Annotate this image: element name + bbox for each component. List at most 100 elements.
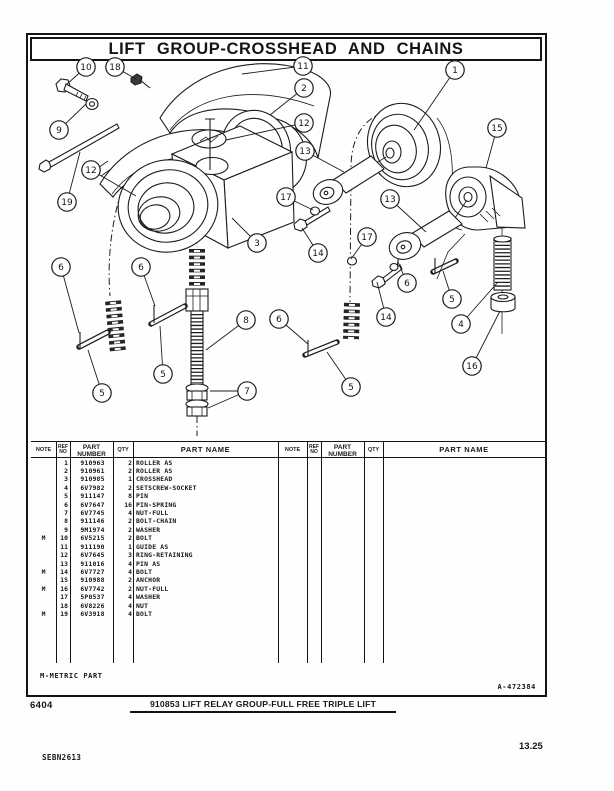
pin-as-upper <box>312 155 385 205</box>
cell-part-name: PIN <box>136 492 149 501</box>
callout-circle <box>49 120 69 140</box>
callout-circle <box>341 377 361 397</box>
column-divider <box>321 442 323 663</box>
guide-as-upper <box>159 63 332 159</box>
cell-part-name: BOLT <box>136 610 153 619</box>
callout-number: 6 <box>404 279 410 289</box>
cell-part-number: 6V8226 <box>80 601 105 610</box>
cell-part-name: ROLLER AS <box>136 466 173 475</box>
callout-number: 5 <box>160 370 166 380</box>
cell-ref-no: 17 <box>60 593 68 602</box>
callout-number: 11 <box>297 62 308 72</box>
cell-part-number: 910963 <box>80 458 105 467</box>
callout-circle <box>51 257 71 277</box>
column-divider <box>56 442 58 663</box>
cell-part-name: ROLLER AS <box>136 458 173 467</box>
group-caption: 910853 LIFT RELAY GROUP-FULL FREE TRIPLE… <box>149 699 377 709</box>
cell-ref-no: 16 <box>60 584 68 593</box>
callout-circle <box>357 227 377 247</box>
column-divider <box>364 442 366 663</box>
callout-number: 16 <box>466 362 478 372</box>
cell-qty: 4 <box>128 593 132 602</box>
callout-number: 12 <box>298 119 309 129</box>
cell-ref-no: 11 <box>60 542 68 551</box>
cell-part-number: 6V7742 <box>80 584 105 593</box>
page-number: 13.25 <box>519 741 543 752</box>
cell-part-name: RING-RETAINING <box>136 551 193 560</box>
cell-qty: 4 <box>128 559 132 568</box>
callout-circle <box>153 364 173 384</box>
callout-circle <box>293 56 313 76</box>
header-note-2: NOTE <box>284 447 301 453</box>
cell-qty: 8 <box>128 492 132 501</box>
callout-number: 7 <box>244 387 250 397</box>
nut-small-top <box>130 73 151 89</box>
leader-line <box>241 65 304 75</box>
column-divider <box>307 442 309 663</box>
callout-circle <box>445 60 465 80</box>
page-title: LIFT GROUP-CROSSHEAD AND CHAINS <box>108 39 464 58</box>
cell-ref-no: 19 <box>60 610 68 619</box>
cell-note: M <box>41 610 46 619</box>
callout-number: 14 <box>312 249 324 259</box>
callout-number: 13 <box>299 147 310 157</box>
cell-note: M <box>41 567 46 576</box>
cell-ref-no: 10 <box>60 534 68 543</box>
cell-part-number: 911147 <box>80 492 105 501</box>
callout-circle <box>462 356 482 376</box>
cell-part-number: 911190 <box>80 542 105 551</box>
callout-circle <box>247 233 267 253</box>
callout-circle <box>269 309 289 329</box>
drawing-number: A-472384 <box>497 683 536 691</box>
callout-number: 4 <box>458 320 464 330</box>
cell-note: M <box>41 584 46 593</box>
cell-part-name: NUT-FULL <box>136 509 169 518</box>
cell-part-name: WASHER <box>136 525 161 534</box>
callout-number: 17 <box>280 193 291 203</box>
callout-circle <box>380 189 400 209</box>
form-number: 6404 <box>30 700 53 711</box>
table-row: 5 911147 8 PIN <box>31 492 545 500</box>
bolt-washer-lower <box>371 262 403 289</box>
cell-ref-no: 5 <box>64 492 68 501</box>
callout-number: 17 <box>361 233 372 243</box>
cell-part-name: BOLT <box>136 567 153 576</box>
page-border: LIFT GROUP-CROSSHEAD AND CHAINS <box>26 33 547 697</box>
column-divider <box>383 442 385 663</box>
callout-number: 5 <box>449 295 455 305</box>
header-divider <box>31 457 545 459</box>
cell-part-number: 6V7727 <box>80 567 105 576</box>
cell-part-number: 6V7647 <box>80 500 105 509</box>
cell-part-number: 6V3918 <box>80 610 105 619</box>
setscrew-socket <box>493 235 512 291</box>
cell-part-number: 6V7645 <box>80 551 105 560</box>
cell-qty: 4 <box>128 601 132 610</box>
callout-circle <box>308 243 328 263</box>
cell-part-number: 6V7982 <box>80 483 105 492</box>
callout-circle <box>92 383 112 403</box>
cell-part-name: NUT <box>136 601 149 610</box>
cell-note: M <box>41 534 46 543</box>
cell-qty: 4 <box>128 509 132 518</box>
cell-part-name: NUT-FULL <box>136 584 169 593</box>
column-divider <box>113 442 115 663</box>
callout-number: 12 <box>85 166 96 176</box>
bolt-chain-assembly <box>185 288 209 417</box>
cell-ref-no: 2 <box>64 466 68 475</box>
callout-circle <box>236 310 256 330</box>
cell-qty: 2 <box>128 483 132 492</box>
callout-number: 5 <box>99 389 105 399</box>
cell-ref-no: 14 <box>60 567 68 576</box>
cell-part-number: 9M1974 <box>80 525 105 534</box>
callout-circle <box>376 307 396 327</box>
